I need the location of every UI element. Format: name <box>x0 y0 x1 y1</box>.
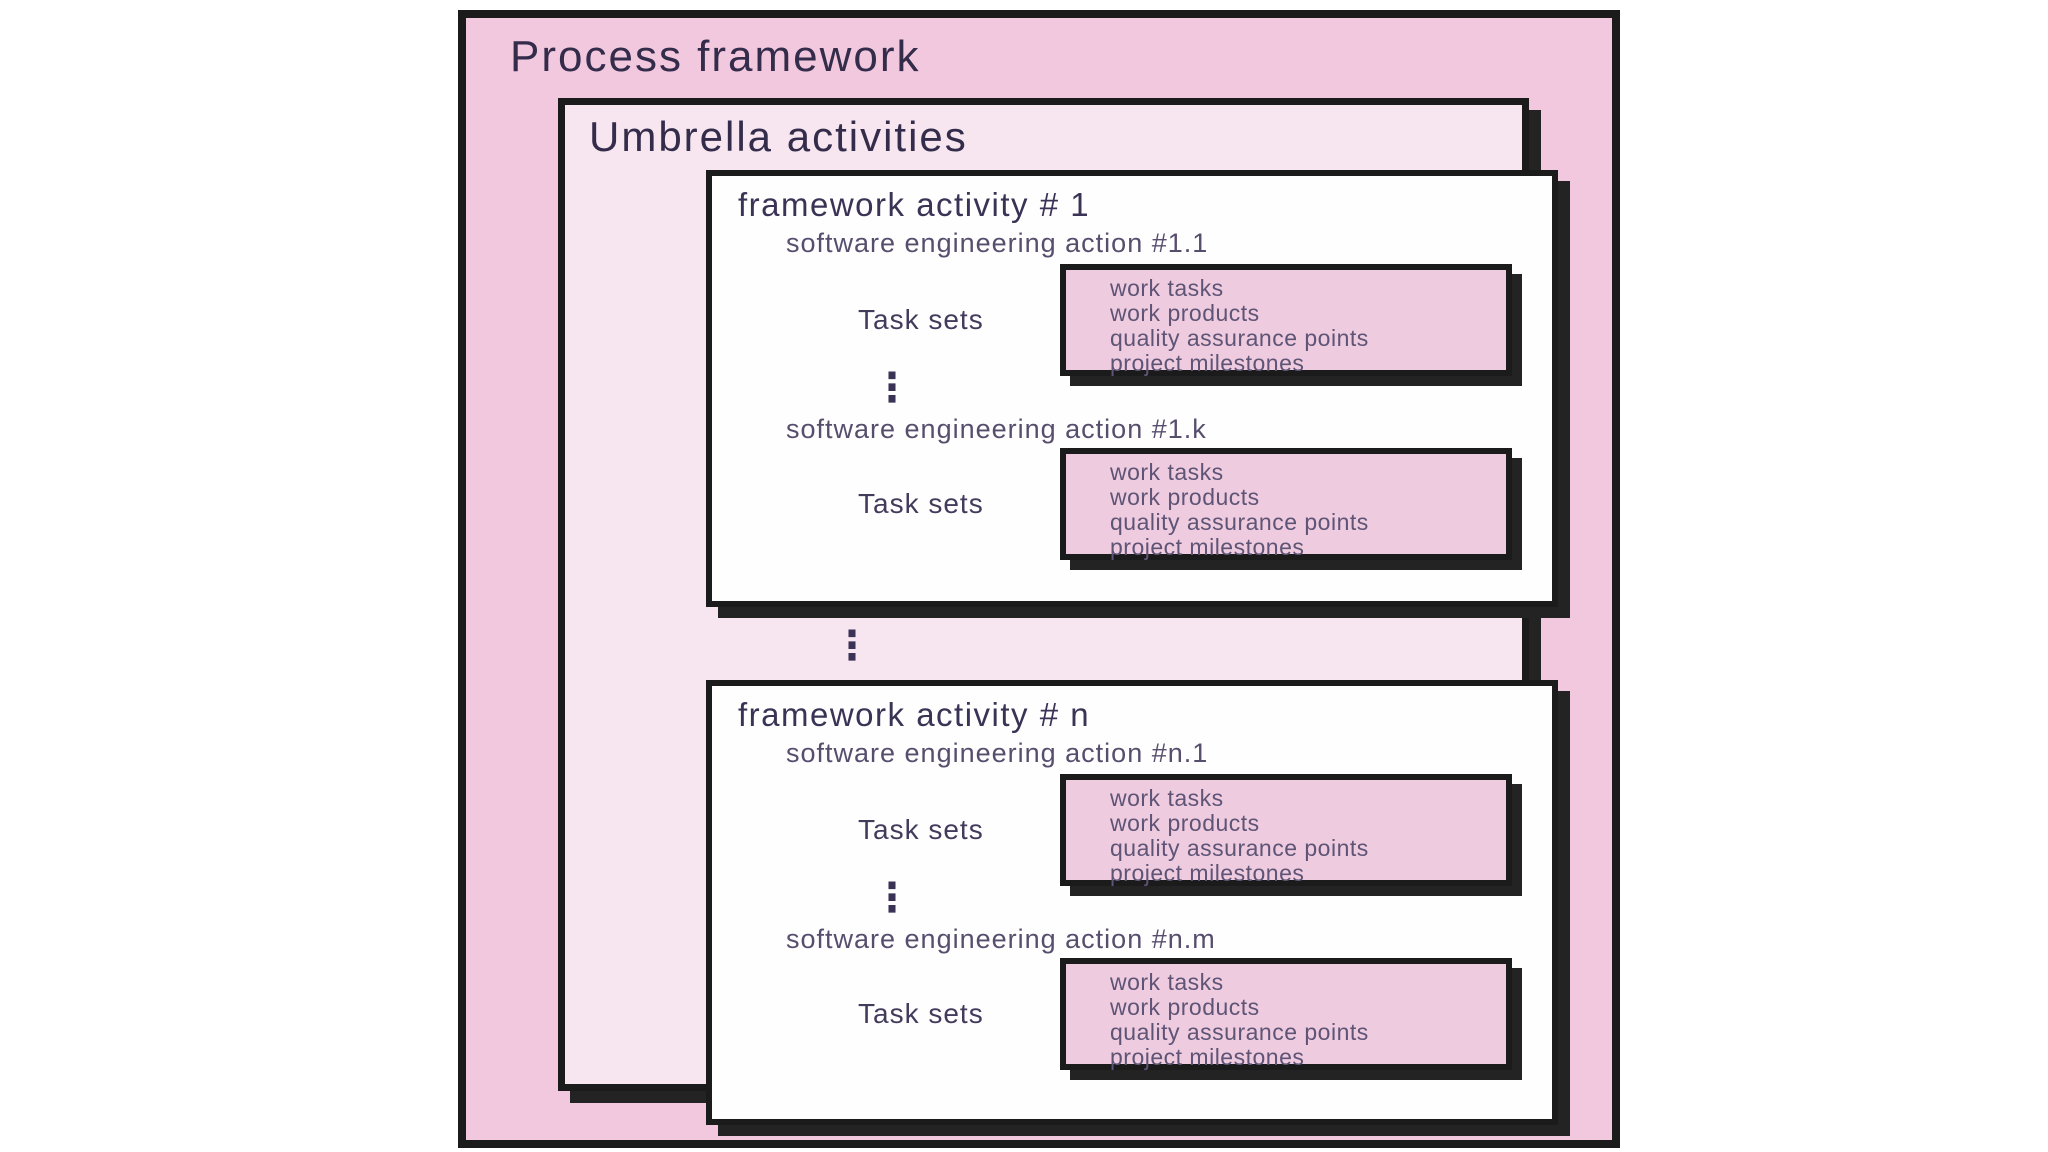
task-box-line: work tasks <box>1110 275 1224 301</box>
process-framework-box: Process framework Umbrella activities fr… <box>458 10 1620 1148</box>
software-engineering-action-n-m-label: software engineering action #n.m <box>786 924 1216 954</box>
task-box-line: quality assurance points <box>1110 509 1369 535</box>
task-box-line: quality assurance points <box>1110 1019 1369 1045</box>
task-box-line: work tasks <box>1110 459 1224 485</box>
vertical-ellipsis: ⋮ <box>872 876 912 920</box>
task-box-line: work tasks <box>1110 969 1224 995</box>
task-box-line: work products <box>1110 994 1260 1020</box>
umbrella-activities-title: Umbrella activities <box>589 113 968 160</box>
task-box-line: work products <box>1110 484 1260 510</box>
task-sets-label: Task sets <box>858 814 984 845</box>
task-box-line: work products <box>1110 810 1260 836</box>
task-box-line: work tasks <box>1110 785 1224 811</box>
task-box-line: project milestones <box>1110 860 1305 886</box>
task-set-box: work tasks work products quality assuran… <box>1060 264 1512 376</box>
task-box-line: project milestones <box>1110 350 1305 376</box>
task-sets-label: Task sets <box>858 998 984 1029</box>
framework-activity-n-title: framework activity # n <box>738 696 1091 733</box>
task-set-box: work tasks work products quality assuran… <box>1060 958 1512 1070</box>
vertical-ellipsis: ⋮ <box>832 624 872 668</box>
process-framework-title: Process framework <box>510 32 921 81</box>
framework-activity-1-title: framework activity # 1 <box>738 186 1091 223</box>
software-engineering-action-n-1-label: software engineering action #n.1 <box>786 738 1209 768</box>
task-set-box: work tasks work products quality assuran… <box>1060 448 1512 560</box>
task-box-line: work products <box>1110 300 1260 326</box>
task-box-line: quality assurance points <box>1110 325 1369 351</box>
task-box-line: project milestones <box>1110 1044 1305 1070</box>
task-box-line: project milestones <box>1110 534 1305 560</box>
task-set-box: work tasks work products quality assuran… <box>1060 774 1512 886</box>
task-sets-label: Task sets <box>858 488 984 519</box>
framework-activity-n-box: framework activity # n software engineer… <box>706 680 1558 1125</box>
task-sets-label: Task sets <box>858 304 984 335</box>
vertical-ellipsis: ⋮ <box>872 366 912 410</box>
software-engineering-action-1-1-label: software engineering action #1.1 <box>786 228 1209 258</box>
task-box-line: quality assurance points <box>1110 835 1369 861</box>
software-engineering-action-1-k-label: software engineering action #1.k <box>786 414 1207 444</box>
framework-activity-1-box: framework activity # 1 software engineer… <box>706 170 1558 607</box>
